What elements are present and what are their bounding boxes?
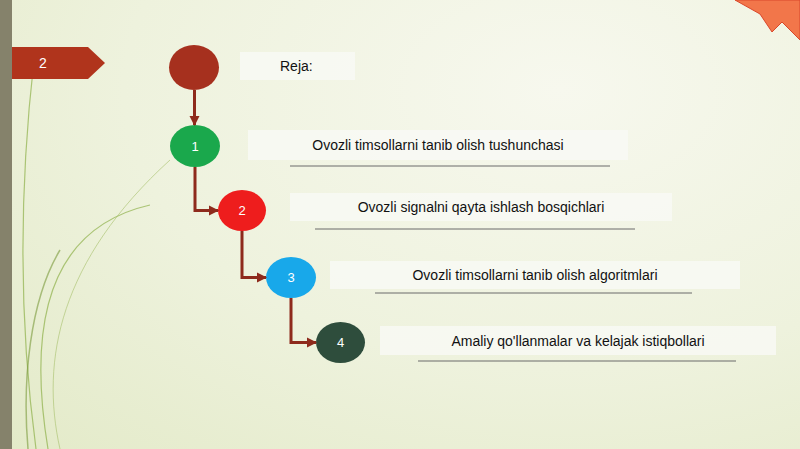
step-title: Amaliy qo'llanmalar va kelajak istiqboll… xyxy=(380,326,776,355)
underline xyxy=(315,229,635,230)
flow-arrow xyxy=(193,90,196,125)
step-circle: 1Ovozli timsollarni tanib olish tushunch… xyxy=(170,125,220,167)
step-circle: Reja: xyxy=(169,45,219,90)
underline xyxy=(418,361,736,362)
step-number: 2 xyxy=(218,190,266,231)
left-strip xyxy=(0,0,12,449)
step-title: Ovozli signalni qayta ishlash bosqichlar… xyxy=(290,193,672,221)
underline xyxy=(375,293,692,294)
flow-arrow xyxy=(242,231,266,278)
decor-curve xyxy=(26,250,60,449)
step-number: 3 xyxy=(266,257,316,298)
step-circle: 2Ovozli signalni qayta ishlash bosqichla… xyxy=(218,190,266,231)
step-circle: 3Ovozli timsollarni tanib olish algoritm… xyxy=(266,257,316,298)
decor-curve xyxy=(53,160,170,449)
step-title: Ovozli timsollarni tanib olish tushuncha… xyxy=(248,130,628,160)
corner-decoration xyxy=(735,0,800,40)
flow-arrow xyxy=(291,298,316,343)
step-number: 1 xyxy=(170,125,220,167)
slide-number: 2 xyxy=(12,47,74,79)
step-title: Ovozli timsollarni tanib olish algoritml… xyxy=(330,261,740,289)
step-circle: 4Amaliy qo'llanmalar va kelajak istiqbol… xyxy=(316,322,365,363)
underline xyxy=(290,166,610,167)
step-number: 4 xyxy=(316,322,365,363)
flow-arrow xyxy=(195,167,218,211)
decor-curve xyxy=(23,60,36,449)
slide-number-tag xyxy=(12,47,105,79)
step-title: Reja: xyxy=(240,52,355,80)
decor-curve xyxy=(41,205,150,449)
